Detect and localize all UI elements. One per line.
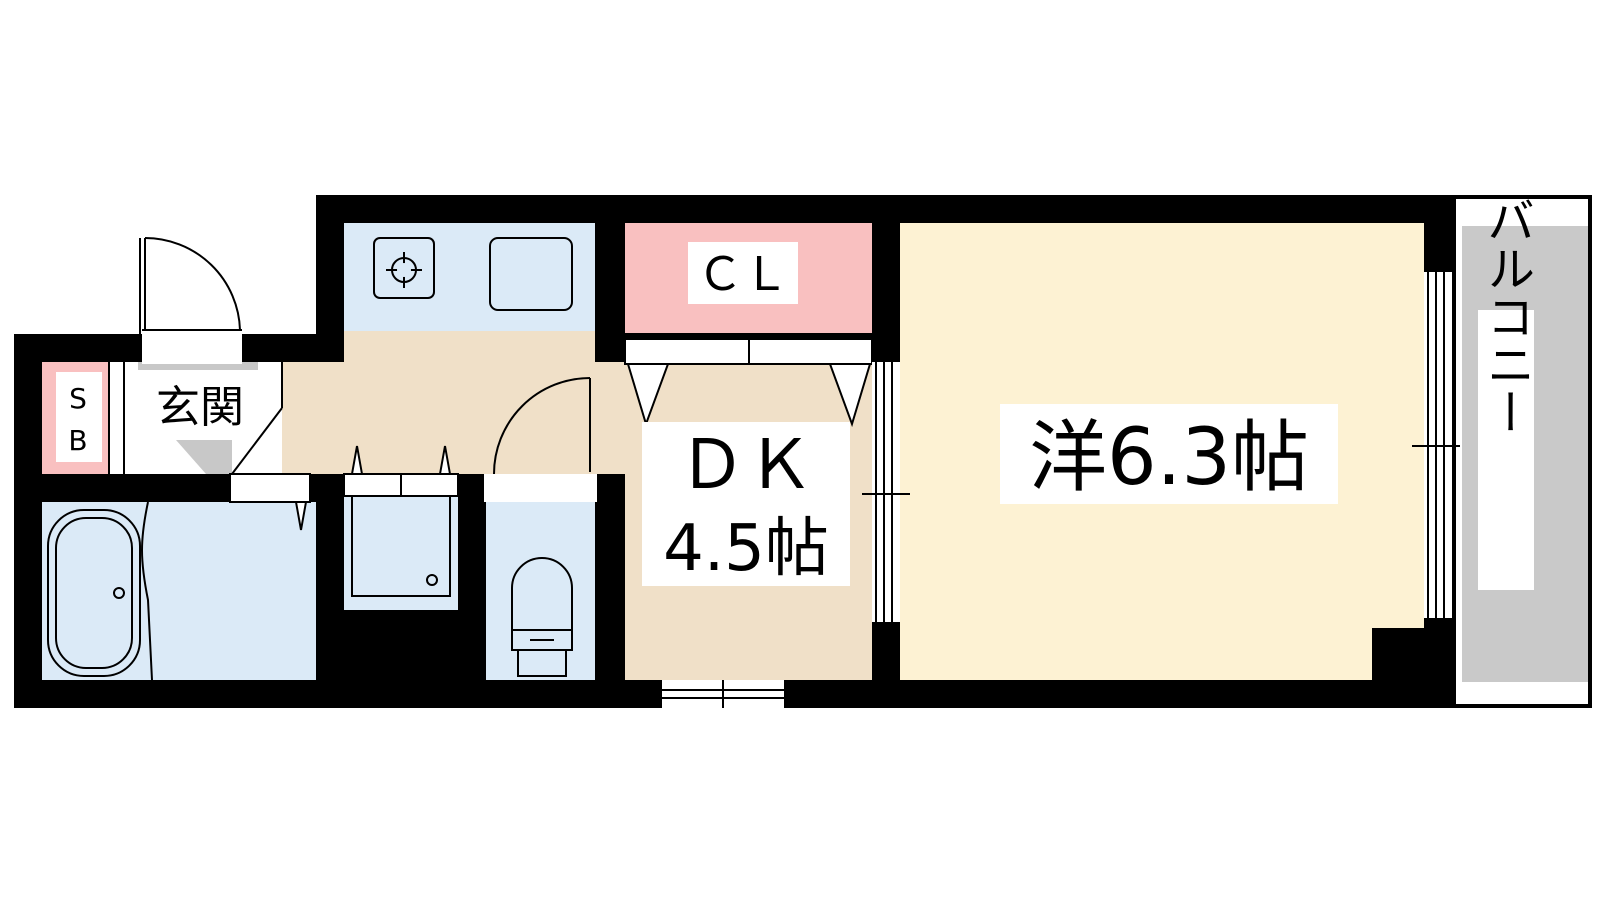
entrance-tile xyxy=(176,440,232,474)
entrance-label: 玄関 xyxy=(156,382,244,433)
sb-label-bottom: B xyxy=(68,424,87,457)
bathroom-floor xyxy=(42,502,316,680)
toilet-room xyxy=(486,502,595,680)
bathtub xyxy=(47,509,141,677)
stove xyxy=(373,237,435,299)
balcony-window xyxy=(1412,272,1460,618)
closet-doors xyxy=(624,338,873,428)
balcony-label: バルコニー xyxy=(1478,196,1534,436)
corridor-floor xyxy=(232,331,625,474)
entry-door-swing xyxy=(144,237,241,331)
sliding-door-dk xyxy=(862,362,910,622)
toilet-door-swing xyxy=(493,377,591,475)
sink xyxy=(489,237,573,311)
window-dk xyxy=(662,680,784,708)
dk-label: ＤＫ xyxy=(678,426,814,505)
toilet xyxy=(511,557,573,677)
kitchen-area xyxy=(344,223,595,331)
closet-label: ＣＬ xyxy=(697,247,789,301)
western-room-pillar xyxy=(1372,628,1424,680)
dk-size-label: 4.5帖 xyxy=(663,512,829,586)
sb-label-top: S xyxy=(69,382,87,415)
western-room-label: 洋6.3帖 xyxy=(1029,413,1309,503)
